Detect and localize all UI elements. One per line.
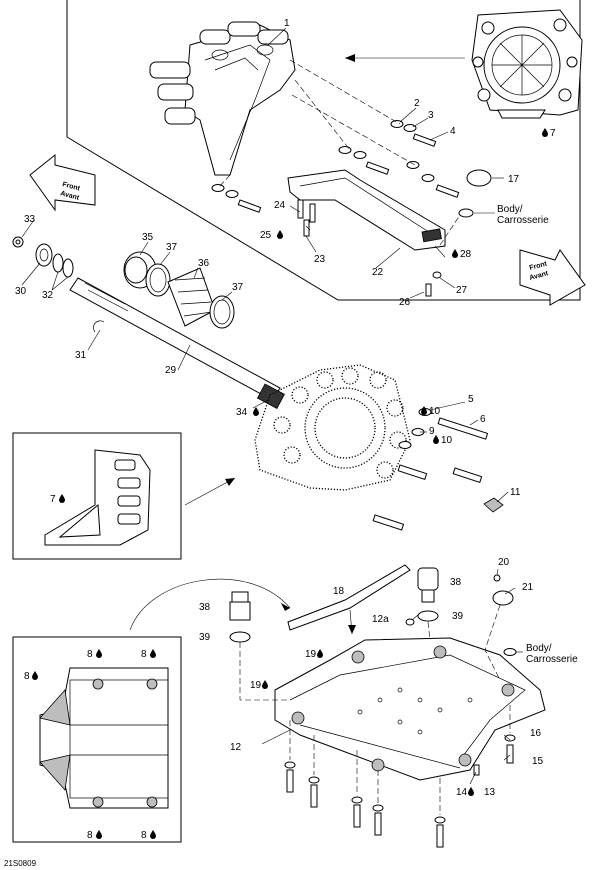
callout-12a: 12a <box>372 614 389 625</box>
callout-9: 9 <box>429 426 435 437</box>
callout-34: 34 <box>236 407 248 418</box>
callout-10b: 10 <box>441 435 453 446</box>
callout-28: 28 <box>460 249 472 260</box>
callout-38-right: 38 <box>450 577 462 588</box>
front-arrow-left-label1: Front <box>61 181 81 193</box>
front-arrow-left-label2: Avant <box>59 190 80 202</box>
callout-39-right: 39 <box>452 611 464 622</box>
callout-26: 26 <box>399 297 411 308</box>
callout-8-e: 8 <box>141 830 147 841</box>
callout-8-b: 8 <box>87 649 93 660</box>
body-note-2-line2: Carrosserie <box>526 654 578 665</box>
callout-25: 25 <box>260 230 272 241</box>
front-arrow-right: Front Avant <box>519 249 586 306</box>
fitting-38-left <box>229 591 251 643</box>
callout-37b: 37 <box>232 282 244 293</box>
callout-19a: 19 <box>305 649 317 660</box>
callout-labels: 1 2 3 4 7 17 Body/ Carrosserie 24 25 23 … <box>4 18 578 868</box>
callout-38-left: 38 <box>199 602 211 613</box>
callout-19b: 19 <box>250 680 262 691</box>
drive-shaft-group <box>12 236 285 409</box>
callout-8-c: 8 <box>141 649 147 660</box>
callout-7-top: 7 <box>550 128 556 139</box>
callout-23: 23 <box>314 254 326 265</box>
callout-6: 6 <box>480 414 486 425</box>
callout-5: 5 <box>468 394 474 405</box>
front-arrow-right-label1: Front <box>529 260 549 272</box>
front-arrow-left: Front Avant <box>29 153 96 212</box>
callout-29: 29 <box>165 365 177 376</box>
callout-4: 4 <box>450 126 456 137</box>
callout-21: 21 <box>522 582 534 593</box>
callout-3: 3 <box>428 110 434 121</box>
callout-10a: 10 <box>429 406 441 417</box>
callout-31: 31 <box>75 350 87 361</box>
body-note-1-line1: Body/ <box>497 204 523 215</box>
ride-plate <box>274 637 546 781</box>
fitting-38-right <box>417 567 439 622</box>
callout-7-inset: 7 <box>50 494 56 505</box>
callout-24: 24 <box>274 200 286 211</box>
front-arrow-right-label2: Avant <box>529 270 550 282</box>
callout-2: 2 <box>414 98 420 109</box>
callout-30: 30 <box>15 286 27 297</box>
body-note-1-line2: Carrosserie <box>497 215 549 226</box>
callout-16: 16 <box>530 728 542 739</box>
callout-39-left: 39 <box>199 632 211 643</box>
callout-32: 32 <box>42 290 54 301</box>
body-note-2-line1: Body/ <box>526 643 552 654</box>
support-bracket <box>287 169 446 251</box>
callout-20: 20 <box>498 557 510 568</box>
bottom-bolts <box>284 734 516 848</box>
mid-bolts <box>372 408 504 531</box>
callout-1: 1 <box>284 18 290 29</box>
callout-12: 12 <box>230 742 242 753</box>
top-assembly-box <box>66 0 581 301</box>
callout-22: 22 <box>372 267 384 278</box>
bolts-2-3-4 <box>211 120 460 213</box>
callout-11: 11 <box>510 487 521 498</box>
middle-housing-dotted <box>254 364 411 491</box>
inset-part-8 <box>12 636 182 843</box>
callout-15: 15 <box>532 756 544 767</box>
inset-part-7 <box>12 432 182 560</box>
callout-8-d: 8 <box>87 830 93 841</box>
callout-18: 18 <box>333 586 345 597</box>
housing-rear-view <box>471 9 583 119</box>
callout-36: 36 <box>198 258 210 269</box>
callout-37a: 37 <box>166 242 178 253</box>
leader-lines <box>21 27 523 785</box>
callout-17: 17 <box>508 174 520 185</box>
pump-housing <box>149 21 296 176</box>
callout-35: 35 <box>142 232 154 243</box>
drawing-code: 21S0809 <box>4 859 37 868</box>
plate-18 <box>287 564 411 631</box>
cover-17 <box>466 169 492 187</box>
callout-33: 33 <box>24 214 36 225</box>
screw-26 <box>425 283 432 297</box>
callout-13: 13 <box>484 787 496 798</box>
callout-14: 14 <box>456 787 468 798</box>
callout-27: 27 <box>456 285 468 296</box>
callout-8-a: 8 <box>24 671 30 682</box>
